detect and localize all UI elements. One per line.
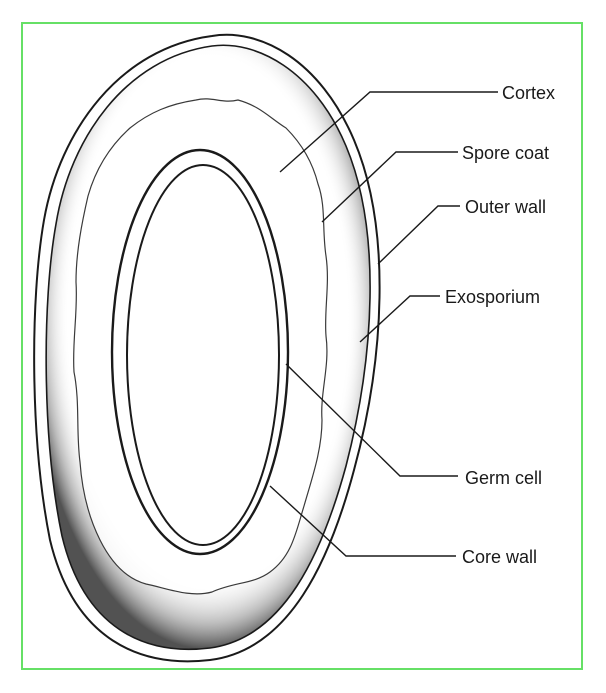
germ-cell-leader-line [285,363,458,477]
spore-coat-label: Spore coat [462,143,549,163]
outer-wall-label: Outer wall [465,197,546,217]
spore-coat-leader-line [321,151,458,223]
outer-wall-leader-line [377,205,460,265]
germ-cell-outline [126,164,280,546]
exosporium-label: Exosporium [445,287,540,307]
core-wall-label: Core wall [462,547,537,567]
core-wall-leader-line [269,485,456,557]
diagram-frame [21,22,583,670]
cortex-leader-line [279,91,498,173]
exosporium-leader-line [359,295,440,343]
germ-cell-label: Germ cell [465,468,542,488]
cortex-label: Cortex [502,83,555,103]
